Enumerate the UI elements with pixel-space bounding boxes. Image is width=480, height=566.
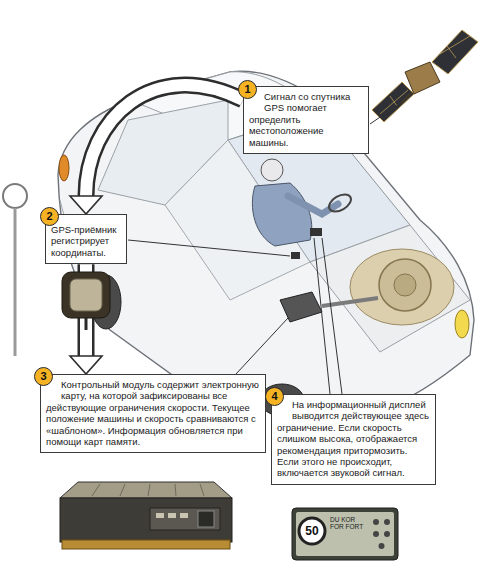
antenna-loop [3, 184, 27, 208]
module-front [60, 498, 232, 542]
module-rib [175, 484, 176, 496]
display-case [292, 508, 398, 560]
leader-line [236, 318, 288, 374]
leader-line [128, 240, 290, 256]
rear-light [59, 155, 69, 181]
panel-grid [447, 46, 456, 58]
leader-line [370, 102, 402, 124]
info-display [292, 508, 398, 560]
callout-text: Контрольный модуль содержит электронную … [46, 379, 260, 447]
callout-number: 4 [265, 387, 284, 406]
callout-text: Сигнал со спутника GPS помогает определи… [249, 91, 363, 148]
callout-box: На информационный дисплей выводится дейс… [271, 394, 436, 485]
steering-wheel [326, 191, 354, 215]
display-text: DU KOR FOR FORT [330, 516, 366, 530]
antenna-pole [14, 208, 17, 356]
speed-sign [299, 518, 325, 544]
panel-grid [440, 36, 470, 54]
display-button [373, 519, 379, 525]
flow-arrow [70, 264, 102, 374]
receiver-face [70, 279, 102, 311]
callout-number: 1 [238, 80, 257, 99]
callout-text: На информационный дисплей выводится дейс… [277, 399, 430, 479]
module-top [60, 482, 232, 498]
arrow-outline [86, 85, 243, 196]
panel-grid [390, 96, 397, 106]
callout-number: 2 [40, 207, 59, 226]
gps-receiver-icon [62, 272, 110, 330]
callout-number: 3 [34, 367, 53, 386]
module-rib [92, 484, 100, 496]
receiver-case [62, 272, 110, 318]
display-button [379, 543, 385, 549]
antenna [3, 184, 27, 356]
display-button [384, 519, 390, 525]
gps-satellite [372, 30, 478, 122]
module-rib [120, 484, 125, 496]
module-pin [156, 513, 164, 518]
module-rib [148, 484, 150, 496]
solar-panel [432, 30, 478, 74]
dash-receiver [291, 252, 300, 259]
control-module [60, 482, 232, 549]
module-port [198, 511, 214, 527]
leader-line [314, 238, 330, 394]
callout-box: Контрольный модуль содержит электронную … [40, 374, 266, 453]
module-connector [150, 508, 220, 530]
display-screen [296, 512, 394, 556]
engine-bay [350, 249, 454, 325]
driver-body [252, 183, 311, 246]
panel-grid [380, 90, 408, 114]
speed-limit-value: 50 [299, 524, 325, 538]
arrow-shaft [86, 85, 243, 196]
dash-display [310, 228, 322, 236]
display-button [384, 531, 390, 537]
flow-arrow [70, 85, 243, 214]
car-module [280, 292, 322, 322]
satellite-body [405, 62, 440, 94]
engine-hub [394, 274, 416, 296]
display-button [373, 531, 379, 537]
solar-panel [372, 82, 414, 122]
module-pin [180, 513, 188, 518]
driver-head [261, 159, 283, 181]
module-rib [200, 484, 204, 496]
headlight [455, 310, 469, 338]
leader-line [322, 238, 342, 394]
callout-text: GPS-приёмник регистрирует координаты. [51, 224, 121, 258]
driver-figure [252, 159, 354, 322]
arrow-head [70, 196, 102, 214]
module-pin [168, 513, 176, 518]
module-base [62, 540, 230, 549]
callout-box: Сигнал со спутника GPS помогает определи… [243, 86, 369, 154]
arrow-head [70, 356, 102, 374]
engine-part [379, 259, 431, 311]
